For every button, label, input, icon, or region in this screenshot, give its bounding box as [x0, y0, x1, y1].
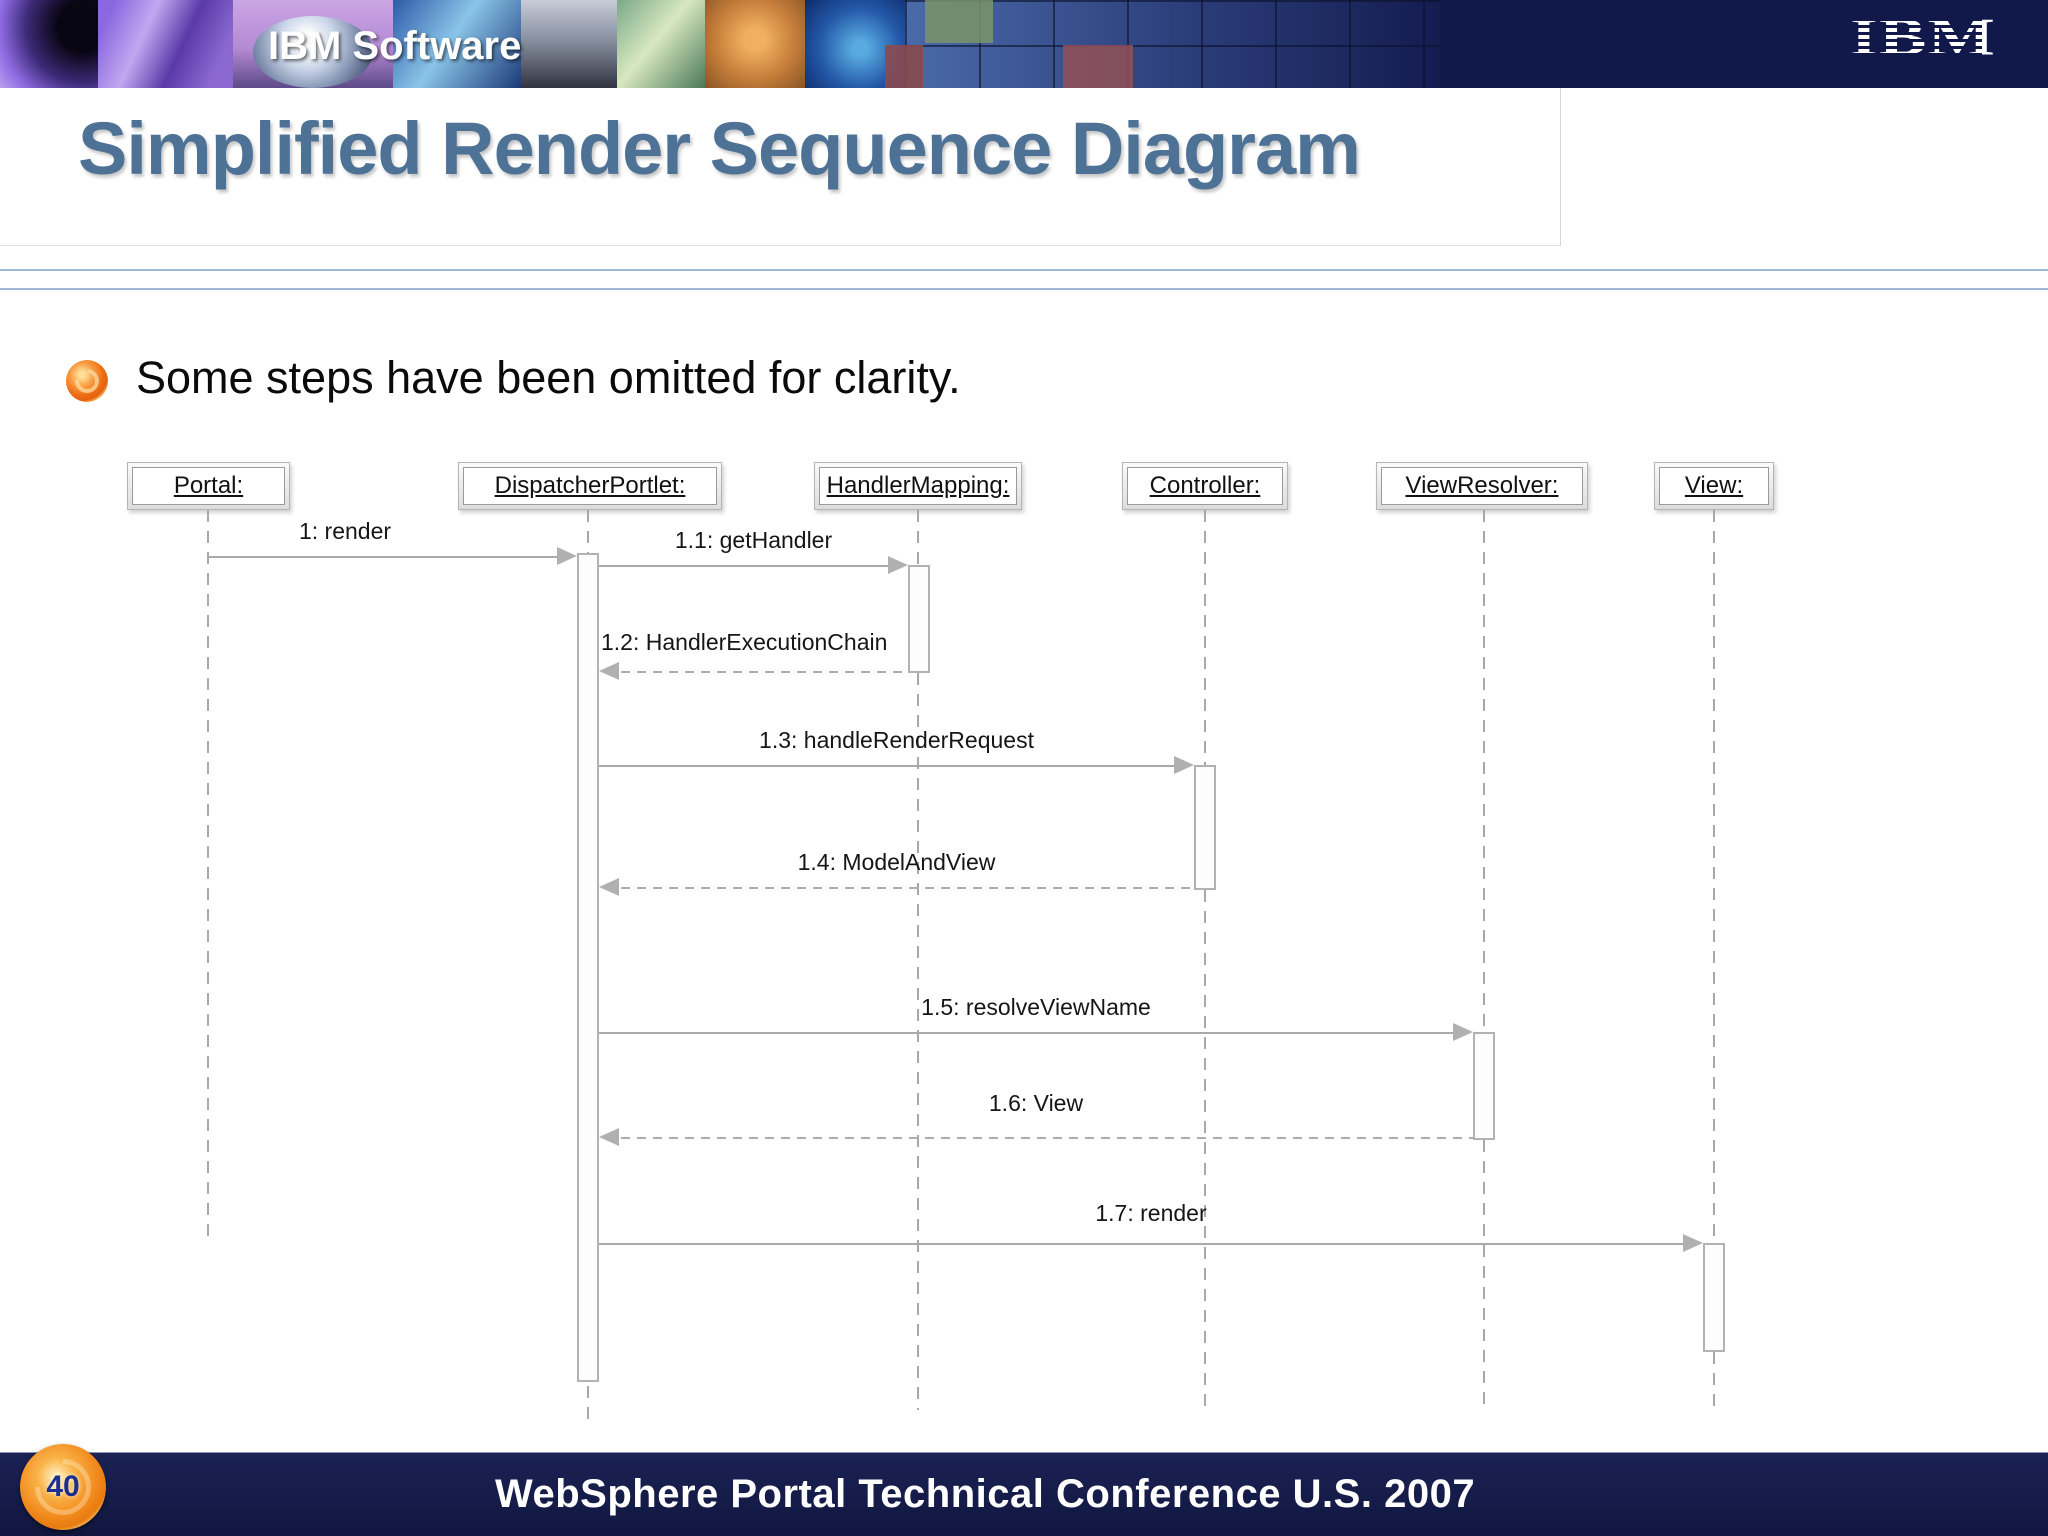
message-line: [209, 556, 559, 558]
lifeline-controller: [1204, 510, 1206, 767]
arrowhead-icon: [599, 878, 619, 896]
brand-text: IBM Software: [268, 24, 522, 68]
lifeline-head-viewresolver: ViewResolver:: [1376, 462, 1588, 510]
message-label: 1.5: resolveViewName: [921, 994, 1151, 1020]
bullet-icon: [66, 360, 108, 402]
page-number: 40: [46, 1470, 80, 1503]
message-label: 1.1: getHandler: [674, 527, 833, 553]
arrowhead-icon: [1453, 1023, 1473, 1041]
lifeline-dispatcherportlet: [587, 1386, 589, 1428]
arrowhead-icon: [888, 556, 908, 574]
message-label: 1.6: View: [988, 1090, 1084, 1116]
lifeline-head-controller: Controller:: [1122, 462, 1288, 510]
lifeline-portal: [207, 510, 209, 1240]
lifeline-dispatcherportlet: [587, 510, 589, 555]
message-label: 1: render: [298, 518, 392, 544]
message-label: 1.2: HandlerExecutionChain: [601, 629, 888, 655]
message-line: [621, 671, 908, 673]
lifeline-label: Portal:: [173, 472, 244, 499]
lifeline-label: Controller:: [1149, 472, 1261, 499]
divider-line: [0, 269, 2048, 271]
banner-collage-tile: [98, 0, 233, 88]
lifeline-view: [1713, 510, 1715, 1245]
page-number-badge: 40: [20, 1444, 106, 1530]
arrowhead-icon: [1683, 1234, 1703, 1252]
lifeline-view: [1713, 1352, 1715, 1410]
crystal-ball-image: [253, 16, 373, 88]
lifeline-label: ViewResolver:: [1405, 472, 1559, 499]
activation-controller: [1194, 765, 1216, 890]
arrowhead-icon: [599, 662, 619, 680]
divider-line: [0, 288, 2048, 290]
message-line: [599, 565, 890, 567]
message-label: 1.7: render: [1095, 1200, 1207, 1226]
ibm-logo-stripes: [1848, 14, 1982, 72]
activation-handlermapping: [908, 565, 930, 673]
lifeline-head-view: View:: [1654, 462, 1774, 510]
lifeline-head-dispatcherportlet: DispatcherPortlet:: [458, 462, 722, 510]
activation-view: [1703, 1243, 1725, 1352]
lifeline-head-portal: Portal:: [127, 462, 290, 510]
banner-mosaic: [905, 0, 1440, 88]
activation-viewresolver: [1473, 1032, 1495, 1140]
lifeline-label: DispatcherPortlet:: [494, 472, 686, 499]
activation-dispatcherportlet: [577, 553, 599, 1382]
footer-bar: WebSphere Portal Technical Conference U.…: [0, 1452, 2048, 1536]
lifeline-head-handlermapping: HandlerMapping:: [814, 462, 1022, 510]
lifeline-label: View:: [1684, 472, 1744, 499]
banner: IBM Software IBM: [0, 0, 2048, 88]
arrowhead-icon: [1174, 756, 1194, 774]
banner-mosaic-tile: [1063, 45, 1133, 88]
message-line: [599, 765, 1174, 767]
lifeline-viewresolver: [1483, 510, 1485, 1034]
banner-collage-tile: [617, 0, 705, 88]
banner-collage-tile: [0, 0, 98, 88]
banner-mosaic-tile: [925, 0, 993, 43]
lifeline-handlermapping: [917, 673, 919, 1410]
lifeline-controller: [1204, 890, 1206, 1410]
lifeline-label: HandlerMapping:: [826, 472, 1010, 499]
arrowhead-icon: [557, 547, 577, 565]
page-title: Simplified Render Sequence Diagram: [78, 107, 1361, 190]
message-line: [599, 1243, 1683, 1245]
message-label: 1.3: handleRenderRequest: [759, 727, 1034, 753]
banner-collage-tile: [705, 0, 805, 88]
message-line: [599, 1032, 1453, 1034]
lifeline-viewresolver: [1483, 1140, 1485, 1410]
banner-collage-tile: [393, 0, 521, 88]
banner-mosaic-tile: [885, 45, 923, 88]
ibm-logo: IBM: [1848, 11, 1995, 72]
bullet-text: Some steps have been omitted for clarity…: [136, 352, 961, 403]
arrowhead-icon: [599, 1128, 619, 1146]
message-line: [621, 887, 1194, 889]
title-block: Simplified Render Sequence Diagram: [0, 88, 1561, 246]
message-label: 1.4: ModelAndView: [797, 849, 996, 875]
lifeline-handlermapping: [917, 510, 919, 567]
message-line: [621, 1137, 1473, 1139]
banner-collage-tile: [521, 0, 617, 88]
conference-title: WebSphere Portal Technical Conference U.…: [494, 1472, 1476, 1516]
